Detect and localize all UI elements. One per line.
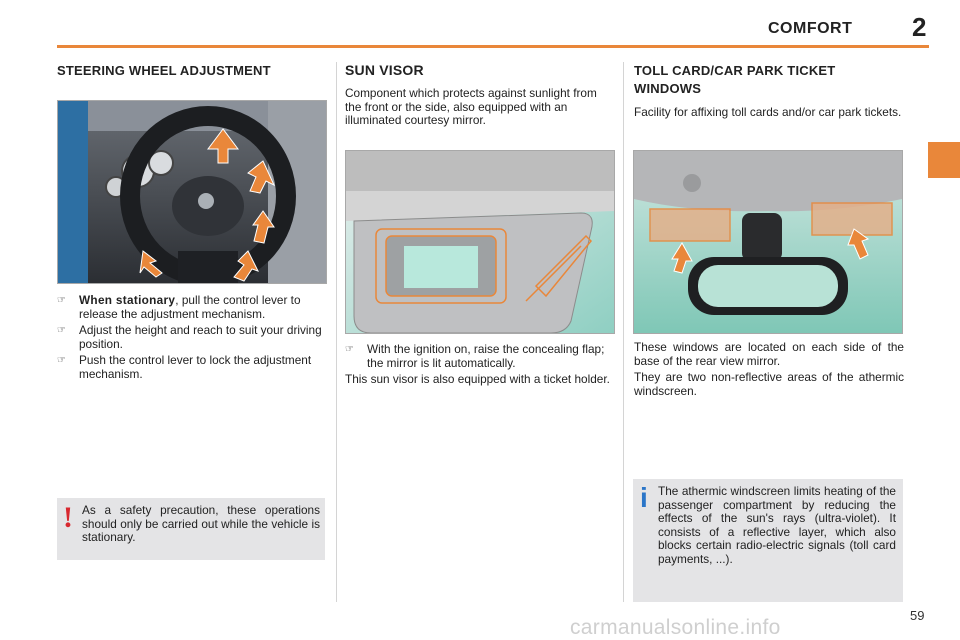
steering-step: ☞ When stationary, pull the control leve… <box>57 293 301 321</box>
exclamation-icon: ! <box>63 501 73 534</box>
sun-visor-note: This sun visor is also equipped with a t… <box>345 372 610 386</box>
pointing-hand-icon: ☞ <box>57 325 66 336</box>
safety-warning-box: ! As a safety precaution, these operatio… <box>57 498 325 560</box>
pointing-hand-icon: ☞ <box>345 344 354 355</box>
sun-visor-illustration <box>345 150 615 334</box>
toll-intro: Facility for affixing toll cards and/or … <box>634 105 902 119</box>
watermark: carmanualsonline.info <box>570 616 781 639</box>
header-rule <box>57 45 929 48</box>
info-box: i The athermic windscreen limits heating… <box>633 479 903 602</box>
page-number: 59 <box>910 608 925 623</box>
sun-visor-title: SUN VISOR <box>345 62 424 78</box>
chapter-tab <box>928 142 960 178</box>
rear-view-mirror-illustration <box>633 150 903 334</box>
sun-visor-step: ☞ With the ignition on, raise the concea… <box>345 342 605 370</box>
steering-title: STEERING WHEEL ADJUSTMENT <box>57 63 271 78</box>
steering-wheel-illustration <box>57 100 327 284</box>
toll-paragraph-2: They are two non-reflective areas of the… <box>634 370 904 398</box>
toll-paragraph-1: These windows are located on each side o… <box>634 340 904 368</box>
chapter-number: 2 <box>912 12 927 42</box>
chapter-title: COMFORT <box>768 20 853 37</box>
column-divider <box>336 62 337 602</box>
sun-visor-intro: Component which protects against sunligh… <box>345 86 597 127</box>
pointing-hand-icon: ☞ <box>57 295 66 306</box>
info-text: The athermic windscreen limits heating o… <box>658 484 896 566</box>
steering-step: ☞ Adjust the height and reach to suit yo… <box>57 323 322 351</box>
toll-title: TOLL CARD/CAR PARK TICKET WINDOWS <box>634 63 836 96</box>
info-icon: i <box>640 482 648 513</box>
safety-warning-text: As a safety precaution, these operations… <box>82 503 320 544</box>
steering-step: ☞ Push the control lever to lock the adj… <box>57 353 312 381</box>
pointing-hand-icon: ☞ <box>57 355 66 366</box>
column-divider <box>623 62 624 602</box>
